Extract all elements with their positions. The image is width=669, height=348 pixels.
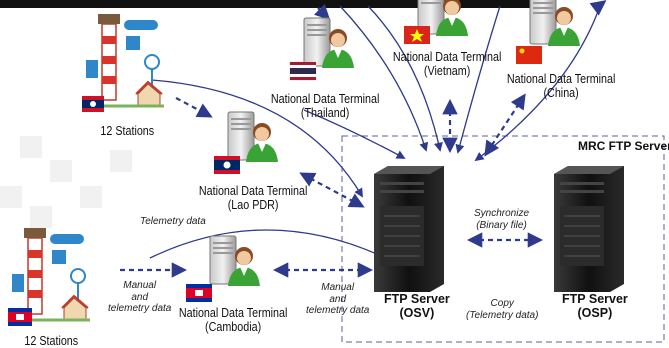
terminal-country: (China) (543, 86, 579, 101)
telemetry-word: telemetry data (108, 303, 172, 314)
terminal-vietnam (404, 0, 469, 44)
stations-label-bottom: 12 Stations (24, 334, 79, 348)
and-word: and (131, 291, 149, 303)
terminal-thailand (289, 17, 355, 81)
terminal-label-lao: National Data Terminal (Lao PDR) (199, 184, 308, 213)
terminal-country: (Thailand) (300, 106, 350, 121)
copy-title: Copy (490, 298, 514, 309)
terminal-china (516, 0, 581, 64)
terminal-label-china: National Data Terminal (China) (507, 72, 616, 101)
server-osp (553, 165, 625, 293)
manual-telemetry-label-left: Manual and telemetry data (108, 280, 171, 315)
server-label-osv: FTP Server (OSV) (384, 292, 450, 321)
manual-telemetry-label-right: Manual and telemetry data (306, 282, 369, 317)
terminal-country: (Vietnam) (423, 64, 471, 79)
terminal-name: National Data Terminal (392, 50, 502, 64)
synchronize-label: Synchronize (Binary file) (474, 208, 529, 231)
mrc-ftp-title: MRC FTP Server (578, 139, 669, 153)
manual-word: Manual (321, 282, 355, 293)
station-group-laos (82, 12, 166, 112)
terminal-name: National Data Terminal (506, 72, 616, 86)
terminal-name: National Data Terminal (178, 306, 288, 320)
manual-word: Manual (123, 280, 157, 291)
terminal-label-vietnam: National Data Terminal (Vietnam) (393, 50, 502, 79)
terminal-name: National Data Terminal (270, 92, 380, 106)
server-name: FTP Server (384, 292, 450, 306)
sync-title: Synchronize (474, 208, 530, 219)
background-pattern (0, 136, 132, 228)
terminal-lao (214, 111, 279, 174)
telemetry-word: telemetry data (306, 305, 370, 316)
terminal-cambodia (186, 235, 261, 302)
copy-label: Copy (Telemetry data) (466, 298, 538, 321)
terminal-label-thailand: National Data Terminal (Thailand) (271, 92, 380, 121)
server-osv (373, 165, 445, 293)
terminal-label-cambodia: National Data Terminal (Cambodia) (179, 306, 288, 335)
station-group-cambodia (8, 226, 92, 326)
stations-label-top: 12 Stations (100, 124, 155, 138)
terminal-country: (Cambodia) (205, 320, 262, 335)
telemetry-curves (149, 5, 601, 263)
copy-sub: (Telemetry data) (466, 309, 539, 321)
top-banner (0, 0, 543, 8)
terminal-country: (Lao PDR) (227, 198, 279, 213)
sync-sub: (Binary file) (476, 219, 527, 231)
server-code: (OSV) (399, 306, 435, 321)
terminal-name: National Data Terminal (198, 184, 308, 198)
server-code: (OSP) (577, 306, 613, 321)
data-flow-dashed (120, 0, 607, 278)
and-word: and (329, 293, 347, 305)
server-label-osp: FTP Server (OSP) (562, 292, 628, 321)
telemetry-data-label: Telemetry data (140, 216, 206, 227)
server-name: FTP Server (562, 292, 628, 306)
